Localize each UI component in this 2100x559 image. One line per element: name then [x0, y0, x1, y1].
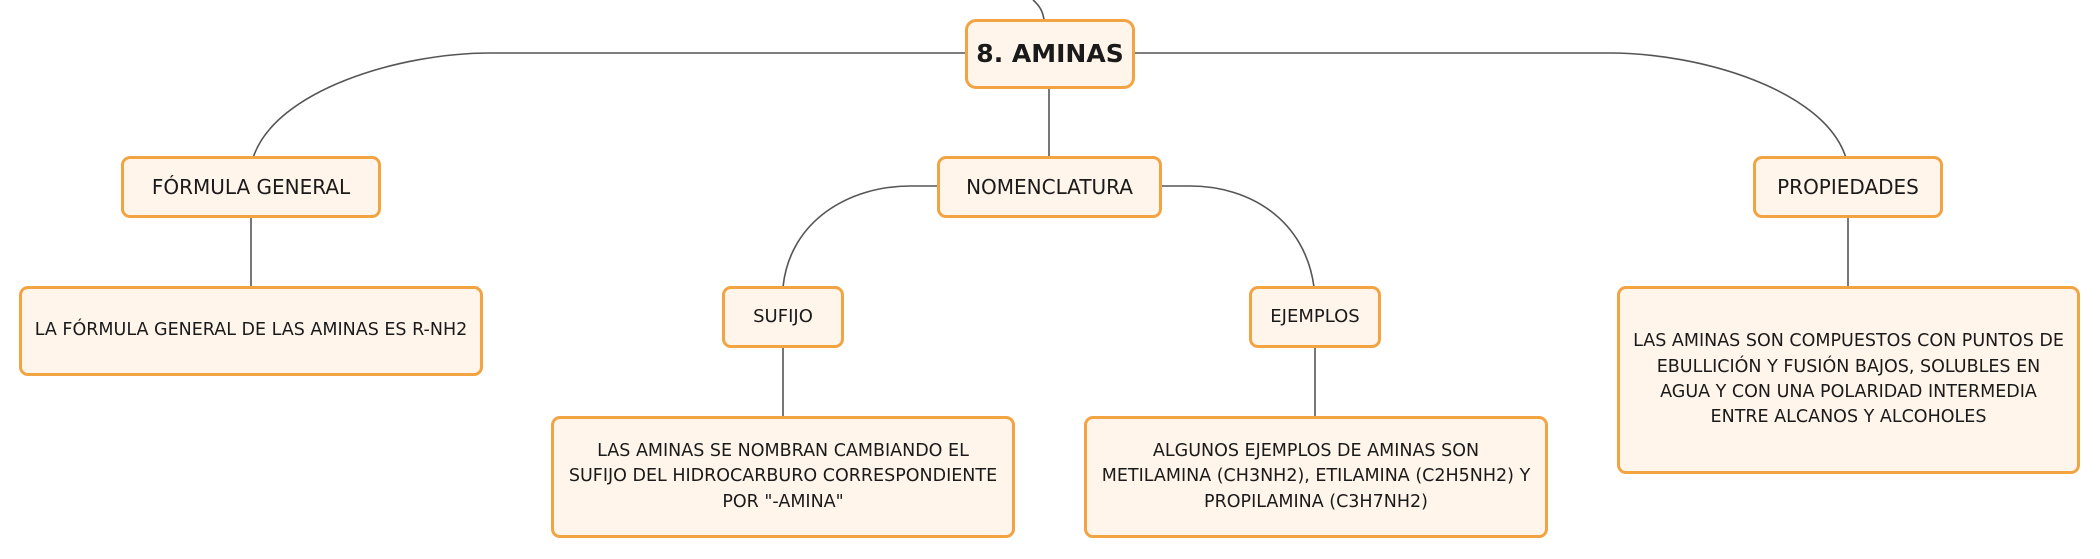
leaf-formula-general[interactable]: LA FÓRMULA GENERAL DE LAS AMINAS ES R-NH… — [19, 286, 483, 376]
leaf-sufijo-text: LAS AMINAS SE NOMBRAN CAMBIANDO EL SUFIJ… — [568, 440, 998, 512]
connector-nomenclature-ejemplos — [1160, 185, 1315, 288]
node-propiedades[interactable]: PROPIEDADES — [1753, 156, 1943, 218]
leaf-ejemplos-text: ALGUNOS EJEMPLOS DE AMINAS SON METILAMIN… — [1101, 440, 1531, 512]
node-formula-general[interactable]: FÓRMULA GENERAL — [121, 156, 381, 218]
leaf-sufijo[interactable]: LAS AMINAS SE NOMBRAN CAMBIANDO EL SUFIJ… — [551, 416, 1015, 538]
node-nomenclatura-label: NOMENCLATURA — [966, 174, 1133, 199]
node-ejemplos[interactable]: EJEMPLOS — [1249, 286, 1381, 348]
node-nomenclatura[interactable]: NOMENCLATURA — [937, 156, 1162, 218]
connector-root-formula — [252, 52, 968, 159]
node-formula-general-label: FÓRMULA GENERAL — [151, 174, 351, 199]
connector-root-parent — [1032, 0, 1045, 21]
leaf-ejemplos[interactable]: ALGUNOS EJEMPLOS DE AMINAS SON METILAMIN… — [1084, 416, 1548, 538]
root-node[interactable]: 8. AMINAS — [965, 19, 1135, 89]
node-sufijo-label: SUFIJO — [753, 305, 813, 327]
connector-nomenclature-sufijo — [782, 185, 939, 288]
root-node-label: 8. AMINAS — [976, 38, 1124, 68]
connector-root-properties — [1133, 52, 1847, 159]
leaf-formula-general-text: LA FÓRMULA GENERAL DE LAS AMINAS ES R-NH… — [34, 320, 468, 341]
leaf-propiedades-text: LAS AMINAS SON COMPUESTOS CON PUNTOS DE … — [1633, 331, 2064, 428]
node-propiedades-label: PROPIEDADES — [1777, 174, 1919, 199]
node-sufijo[interactable]: SUFIJO — [722, 286, 844, 348]
leaf-propiedades[interactable]: LAS AMINAS SON COMPUESTOS CON PUNTOS DE … — [1617, 286, 2080, 474]
node-ejemplos-label: EJEMPLOS — [1270, 305, 1360, 327]
